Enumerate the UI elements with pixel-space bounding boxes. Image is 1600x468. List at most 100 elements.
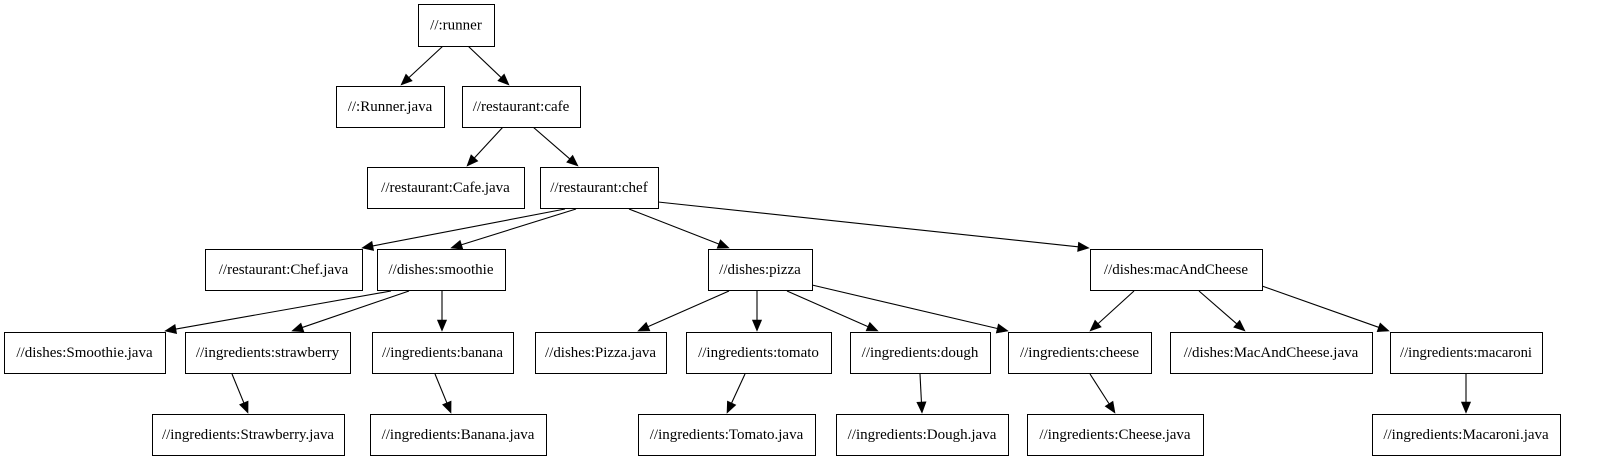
graph-node[interactable]: //:Runner.java: [336, 86, 445, 128]
graph-node[interactable]: //ingredients:tomato: [686, 332, 832, 374]
node-box[interactable]: [185, 332, 351, 374]
graph-edge: [231, 373, 245, 404]
node-box[interactable]: [336, 86, 445, 128]
graph-edge: [302, 290, 410, 328]
arrowhead-icon: [1460, 401, 1472, 414]
graph-edge: [1089, 373, 1110, 405]
graph-node[interactable]: //dishes:pizza: [708, 249, 813, 291]
node-label: //ingredients:Strawberry.java: [162, 427, 334, 443]
node-box[interactable]: [850, 332, 991, 374]
node-box[interactable]: [1170, 332, 1373, 374]
graph-node[interactable]: //ingredients:Cheese.java: [1027, 414, 1204, 456]
node-box[interactable]: [836, 414, 1009, 456]
node-label: //dishes:smoothie: [389, 262, 494, 278]
graph-edge: [532, 126, 571, 160]
node-label: //:Runner.java: [348, 99, 433, 115]
graph-edge: [1261, 285, 1379, 328]
graph-node[interactable]: //restaurant:Chef.java: [205, 249, 363, 291]
node-label: //ingredients:Banana.java: [382, 427, 535, 443]
graph-node[interactable]: //dishes:Smoothie.java: [4, 332, 166, 374]
arrowhead-icon: [1089, 319, 1102, 332]
node-label: //restaurant:Chef.java: [219, 262, 349, 278]
graph-edge: [467, 45, 502, 78]
arrowhead-icon: [436, 319, 448, 332]
graph-node[interactable]: //dishes:Pizza.java: [535, 332, 667, 374]
graph-node[interactable]: //ingredients:Strawberry.java: [152, 414, 345, 456]
node-label: //dishes:pizza: [719, 262, 801, 278]
graph-edge: [1097, 290, 1135, 325]
node-box[interactable]: [1390, 332, 1543, 374]
node-label: //:runner: [430, 17, 482, 33]
node-box[interactable]: [535, 332, 667, 374]
graph-edge: [919, 373, 922, 403]
arrowhead-icon: [637, 321, 651, 332]
node-box[interactable]: [4, 332, 166, 374]
node-box[interactable]: [686, 332, 832, 374]
graph-edge: [647, 290, 730, 328]
arrowhead-icon: [442, 400, 452, 414]
arrowhead-icon: [726, 400, 737, 414]
node-label: //ingredients:Cheese.java: [1039, 427, 1191, 443]
node-box[interactable]: [205, 249, 363, 291]
graph-node[interactable]: //ingredients:macaroni: [1390, 332, 1543, 374]
node-box[interactable]: [372, 332, 514, 374]
graph-node[interactable]: //dishes:macAndCheese: [1090, 249, 1263, 291]
graph-node[interactable]: //restaurant:Cafe.java: [367, 167, 525, 209]
arrowhead-icon: [1104, 400, 1116, 414]
graph-node[interactable]: //restaurant:cafe: [462, 86, 581, 128]
graph-node[interactable]: //dishes:MacAndCheese.java: [1170, 332, 1373, 374]
node-box[interactable]: [152, 414, 345, 456]
graph-edge: [657, 201, 1079, 248]
graph-edge: [811, 284, 998, 330]
graph-node[interactable]: //dishes:smoothie: [377, 249, 506, 291]
arrowhead-icon: [865, 321, 879, 332]
node-box[interactable]: [1090, 249, 1263, 291]
node-box[interactable]: [540, 167, 659, 209]
node-label: //ingredients:Tomato.java: [650, 427, 804, 443]
node-label: //ingredients:macaroni: [1400, 345, 1532, 361]
node-box[interactable]: [1008, 332, 1152, 374]
arrowhead-icon: [995, 323, 1009, 334]
arrowhead-icon: [466, 154, 479, 167]
arrowhead-icon: [450, 239, 464, 250]
arrowhead-icon: [1233, 319, 1246, 332]
node-box[interactable]: [418, 4, 495, 47]
node-box[interactable]: [367, 167, 525, 209]
node-box[interactable]: [370, 414, 547, 456]
graph-node[interactable]: //restaurant:chef: [540, 167, 659, 209]
arrowhead-icon: [400, 73, 413, 86]
graph-node[interactable]: //:runner: [418, 4, 495, 47]
node-box[interactable]: [377, 249, 506, 291]
graph-node[interactable]: //ingredients:banana: [372, 332, 514, 374]
graph-node[interactable]: //ingredients:Banana.java: [370, 414, 547, 456]
graph-edge: [434, 373, 448, 404]
node-box[interactable]: [1027, 414, 1204, 456]
arrowhead-icon: [291, 322, 305, 333]
node-label: //ingredients:Dough.java: [848, 427, 997, 443]
node-label: //ingredients:Macaroni.java: [1383, 427, 1549, 443]
node-label: //ingredients:dough: [862, 345, 979, 361]
graph-node[interactable]: //ingredients:dough: [850, 332, 991, 374]
node-box[interactable]: [638, 414, 816, 456]
node-label: //ingredients:strawberry: [196, 345, 340, 361]
nodes-layer: //:runner //:Runner.java //restaurant:cafe…: [4, 4, 1561, 456]
node-label: //dishes:MacAndCheese.java: [1184, 345, 1359, 361]
node-label: //restaurant:Cafe.java: [381, 180, 510, 196]
graph-node[interactable]: //ingredients:Tomato.java: [638, 414, 816, 456]
graph-edge: [786, 290, 869, 328]
node-label: //restaurant:cafe: [473, 99, 570, 115]
node-box[interactable]: [1372, 414, 1561, 456]
node-box[interactable]: [708, 249, 813, 291]
node-box[interactable]: [462, 86, 581, 128]
node-label: //dishes:Pizza.java: [545, 345, 656, 361]
graph-edge: [628, 208, 719, 245]
graph-node[interactable]: //ingredients:Dough.java: [836, 414, 1009, 456]
node-label: //ingredients:cheese: [1020, 345, 1139, 361]
graph-node[interactable]: //ingredients:strawberry: [185, 332, 351, 374]
graph-edge: [175, 290, 392, 330]
graph-edge: [372, 208, 566, 247]
arrowhead-icon: [239, 400, 249, 414]
graph-node[interactable]: //ingredients:Macaroni.java: [1372, 414, 1561, 456]
graph-node[interactable]: //ingredients:cheese: [1008, 332, 1152, 374]
